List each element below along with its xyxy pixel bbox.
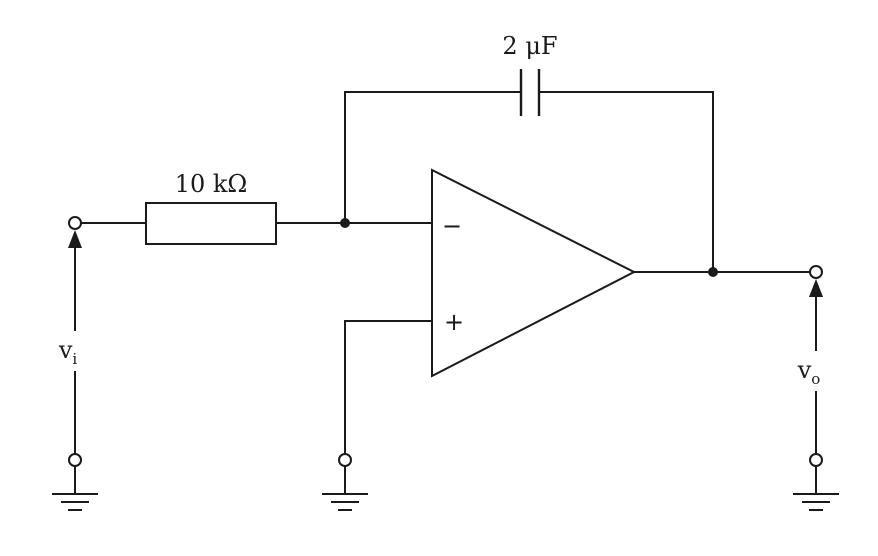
opamp-ground-terminal xyxy=(338,453,352,467)
input-terminal xyxy=(68,216,82,230)
input-ground-icon xyxy=(52,493,98,511)
output-voltage-label: vo xyxy=(797,356,821,388)
output-ground-terminal xyxy=(809,453,823,467)
output-node-junction xyxy=(708,267,718,277)
capacitor-label: 2 μF xyxy=(502,32,557,60)
output-ground-icon xyxy=(793,493,839,511)
input-voltage-subscript: i xyxy=(72,350,77,368)
input-voltage-symbol: v xyxy=(58,336,73,364)
input-ground-terminal xyxy=(68,453,82,467)
inverting-input-symbol: − xyxy=(442,212,462,240)
op-amp xyxy=(431,168,637,378)
inverting-node-junction xyxy=(340,218,350,228)
feedback-wire-right xyxy=(538,91,714,273)
output-voltage-arrowhead xyxy=(809,279,823,297)
resistor-10k xyxy=(145,202,277,245)
resistor-label: 10 kΩ xyxy=(175,170,248,198)
opamp-ground-icon xyxy=(322,493,368,511)
feedback-wire-left xyxy=(344,91,522,224)
output-voltage-subscript: o xyxy=(811,370,820,388)
noninverting-input-symbol: + xyxy=(444,308,464,336)
input-voltage-arrowhead xyxy=(68,230,82,248)
noninverting-input-wire xyxy=(344,320,433,455)
output-terminal xyxy=(809,265,823,279)
output-voltage-symbol: v xyxy=(797,356,812,384)
input-voltage-label: vi xyxy=(58,336,78,368)
